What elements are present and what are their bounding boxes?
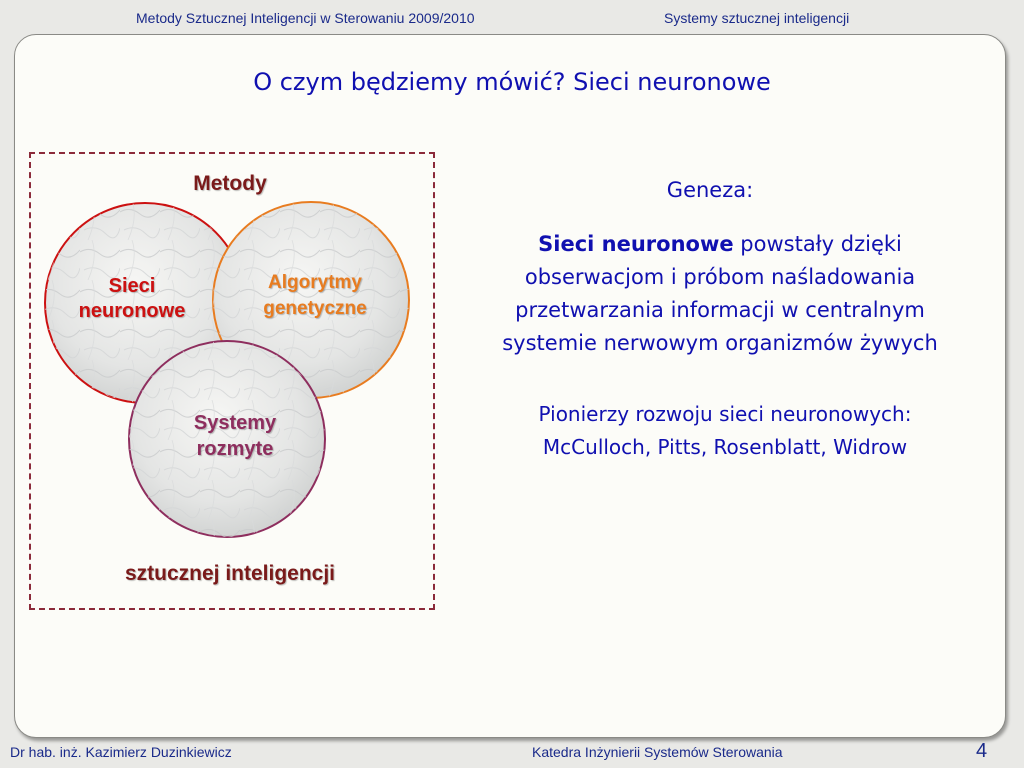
circle-systemy — [128, 340, 326, 538]
footer-department: Katedra Inżynierii Systemów Sterowania — [532, 744, 783, 760]
circle-label-line: Algorytmy — [268, 272, 362, 293]
circle-label-line: genetyczne — [263, 298, 367, 319]
pioneers-line: McCulloch, Pitts, Rosenblatt, Widrow — [542, 435, 908, 459]
paragraph-line: Sieci neuronowe powstały dzięki — [440, 228, 1000, 261]
circle-label-line: Sieci — [108, 275, 156, 297]
diagram-frame — [29, 152, 435, 610]
circle-label-algorytmy: Algorytmy genetyczne — [230, 270, 400, 322]
circle-label-sieci: Sieci neuronowe — [52, 274, 212, 324]
circle-label-line: neuronowe — [78, 300, 186, 322]
header-course-title: Metody Sztucznej Inteligencji w Sterowan… — [136, 10, 475, 26]
circle-label-line: Systemy — [193, 412, 277, 434]
pioneers-text: Pionierzy rozwoju sieci neuronowych: McC… — [440, 398, 1010, 464]
footer-author: Dr hab. inż. Kazimierz Duzinkiewicz — [10, 744, 232, 760]
paragraph-bold-term: Sieci neuronowe — [538, 232, 734, 256]
paragraph-text: powstały dzięki — [733, 232, 902, 256]
diagram-bottom-label: sztucznej inteligencji — [124, 562, 336, 585]
paragraph-line: systemie nerwowym organizmów żywych — [502, 331, 938, 355]
circle-label-systemy: Systemy rozmyte — [150, 410, 320, 462]
page-number: 4 — [976, 740, 988, 762]
geneza-heading: Geneza: — [666, 178, 754, 202]
diagram-top-label: Metody — [193, 172, 267, 195]
paragraph-line: przetwarzania informacji w centralnym — [515, 298, 925, 322]
paragraph-line: obserwacjom i próbom naśladowania — [524, 265, 916, 289]
genesis-paragraph: Sieci neuronowe powstały dzięki obserwac… — [440, 228, 1000, 360]
circle-label-line: rozmyte — [196, 438, 274, 460]
header-topic: Systemy sztucznej inteligencji — [664, 10, 850, 26]
slide-title: O czym będziemy mówić? Sieci neuronowe — [253, 68, 771, 96]
pioneers-line: Pionierzy rozwoju sieci neuronowych: — [538, 402, 912, 426]
